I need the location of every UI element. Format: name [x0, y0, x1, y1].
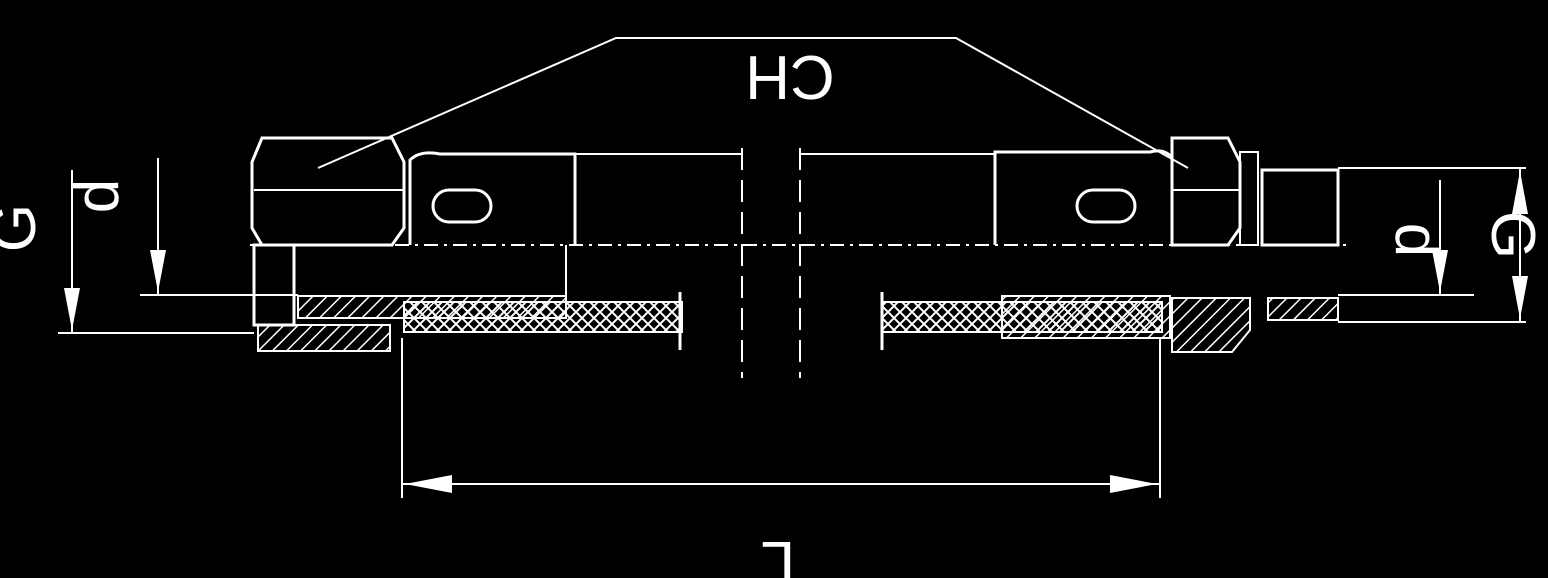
d-right-label: d [1382, 223, 1451, 257]
g-right-label: G [1478, 211, 1547, 259]
right-sleeve [993, 149, 1174, 339]
ch-leader-lines [317, 37, 1189, 169]
l-label: L [761, 528, 795, 578]
break-lines [741, 148, 801, 378]
length-dimension [401, 338, 1161, 498]
right-dimensions [1338, 167, 1528, 323]
ch-label: CH [745, 42, 835, 111]
g-left-label: G [0, 204, 49, 252]
d-left-label: d [63, 179, 132, 213]
left-dimensions [58, 158, 298, 334]
left-sleeve [297, 151, 577, 319]
left-swivel-nut [250, 136, 406, 352]
right-hex-nipple [1170, 136, 1340, 353]
